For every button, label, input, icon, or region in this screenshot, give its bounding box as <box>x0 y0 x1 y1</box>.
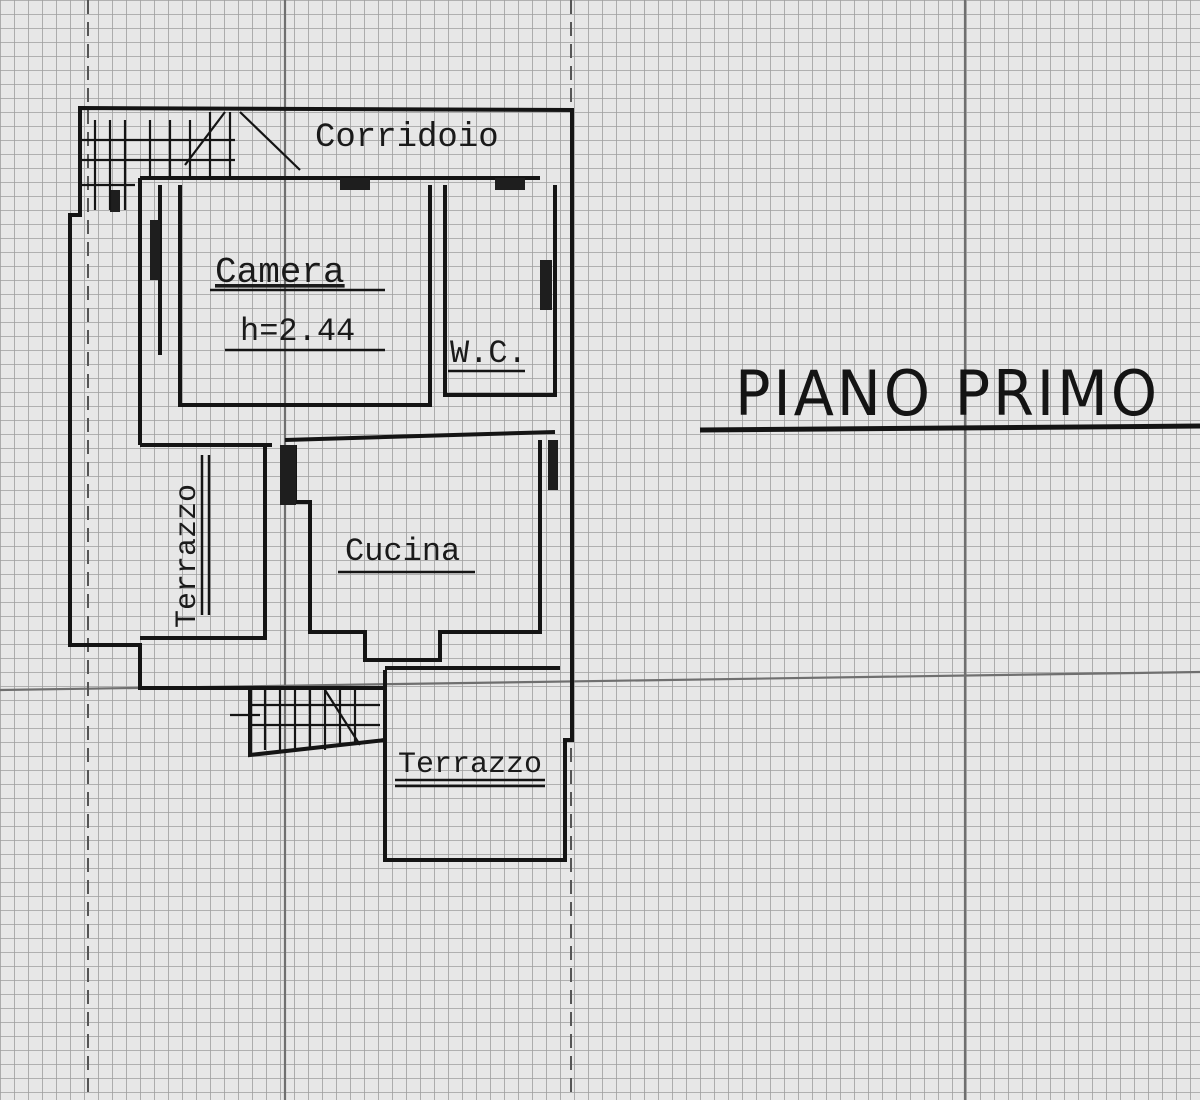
room-label-camera: Camera <box>215 252 345 293</box>
room-label-corridoio: Corridoio <box>315 119 499 157</box>
camera-height-label: h=2.44 <box>240 313 355 350</box>
room-label-wc: W.C. <box>450 335 527 372</box>
walls <box>68 105 574 862</box>
room-label-terrazzo-bottom: Terrazzo <box>398 748 542 782</box>
drawing-title: PIANO PRIMO <box>735 357 1160 430</box>
lower-stair <box>230 688 380 750</box>
room-label-terrazzo-vertical: Terrazzo <box>171 484 205 628</box>
room-label-cucina: Cucina <box>345 533 460 570</box>
upper-stair <box>80 111 301 210</box>
wall-fills <box>110 178 558 505</box>
title-underline <box>699 423 1200 433</box>
